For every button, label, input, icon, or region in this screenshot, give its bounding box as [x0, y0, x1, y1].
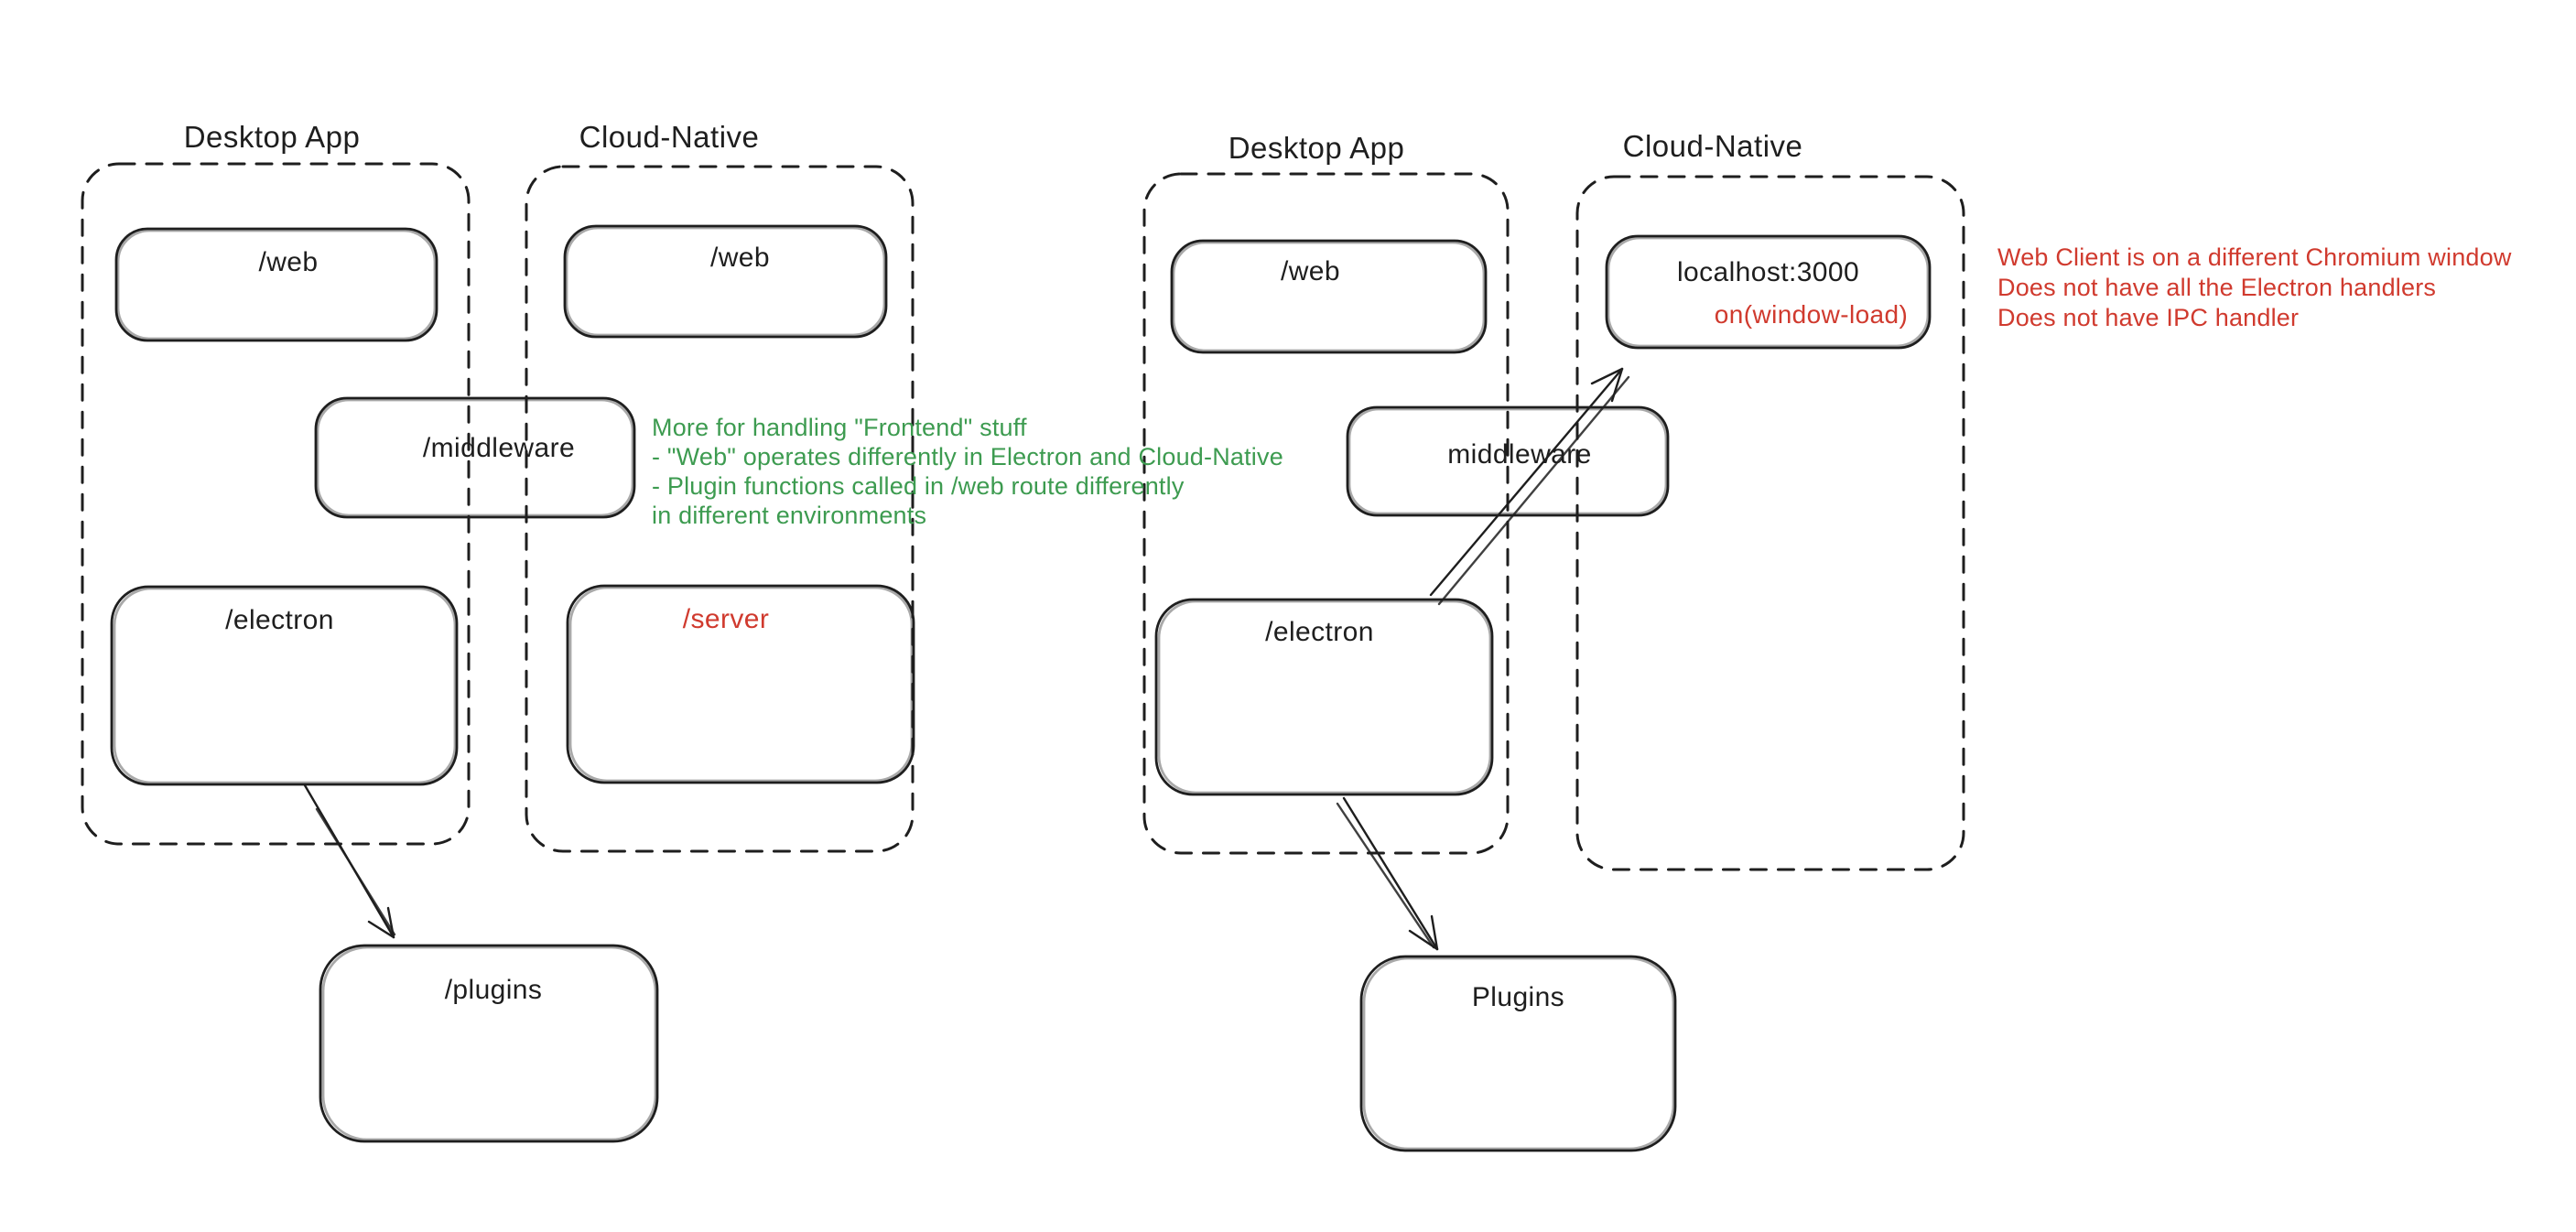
server-label-left: /server: [682, 604, 770, 634]
arrow-electron-to-localhost: [1429, 367, 1630, 606]
middleware-box-left-sketch: [316, 398, 634, 517]
electron-label-right: /electron: [1265, 617, 1374, 647]
red-note-line: Does not have all the Electron handlers: [1997, 274, 2437, 301]
web-box-left-cloud-sketch: [565, 226, 886, 337]
green-note-line: More for handling "Frontend" stuff: [652, 414, 1027, 441]
red-note-line: Web Client is on a different Chromium wi…: [1997, 243, 2512, 271]
arrow-electron-to-plugins-right: [1336, 796, 1439, 951]
plugins-label-right: Plugins: [1471, 982, 1565, 1012]
web-box-right: [1170, 239, 1488, 354]
cloud-native-label-left: Cloud-Native: [579, 120, 760, 154]
green-note-line: - Plugin functions called in /web route …: [652, 472, 1185, 500]
middleware-box-left: [314, 396, 636, 519]
electron-box-right: [1154, 598, 1494, 796]
web-label-right: /web: [1281, 256, 1340, 286]
desktop-app-label-left: Desktop App: [183, 120, 361, 154]
web-label-left-cloud: /web: [710, 243, 770, 273]
plugins-box-left-sketch: [321, 946, 657, 1141]
plugins-box-right-sketch: [1362, 956, 1675, 1151]
electron-label-left: /electron: [225, 605, 334, 635]
electron-box-left: [110, 585, 459, 786]
cloud-native-container-left: [525, 165, 915, 853]
electron-box-right-sketch: [1157, 600, 1492, 794]
desktop-app-container-left: [81, 162, 471, 846]
arrow-electron-to-plugins-left: [303, 784, 396, 939]
cloud-native-label-right: Cloud-Native: [1622, 129, 1803, 163]
electron-box-left-sketch: [113, 587, 457, 784]
plugins-label-left: /plugins: [444, 975, 543, 1005]
plugins-box-left: [319, 944, 659, 1143]
localhost-box: [1605, 234, 1932, 350]
green-note-line: in different environments: [652, 502, 927, 529]
web-box-left-desktop: [114, 227, 438, 342]
green-note: More for handling "Frontend" stuff - "We…: [652, 413, 1283, 530]
red-note-line: Does not have IPC handler: [1997, 304, 2300, 331]
middleware-label-left: /middleware: [422, 433, 576, 463]
server-box-left-sketch: [568, 586, 914, 783]
web-label-left-desktop: /web: [258, 247, 319, 277]
web-box-left-desktop-sketch: [116, 229, 437, 340]
green-note-line: - "Web" operates differently in Electron…: [652, 443, 1283, 470]
plugins-box-right: [1359, 955, 1677, 1152]
server-box-left: [566, 584, 915, 784]
middleware-box-right-sketch: [1348, 407, 1668, 515]
middleware-label-right: middleware: [1447, 439, 1592, 470]
window-load-label: on(window-load): [1714, 300, 1909, 329]
red-note: Web Client is on a different Chromium wi…: [1997, 243, 2512, 333]
desktop-app-container-right: [1142, 172, 1510, 855]
localhost-label: localhost:3000: [1676, 257, 1860, 287]
desktop-app-label-right: Desktop App: [1228, 131, 1405, 165]
middleware-box-right: [1346, 405, 1670, 517]
web-box-right-sketch: [1172, 241, 1486, 352]
web-box-left-cloud: [563, 224, 888, 339]
localhost-box-sketch: [1607, 236, 1930, 348]
